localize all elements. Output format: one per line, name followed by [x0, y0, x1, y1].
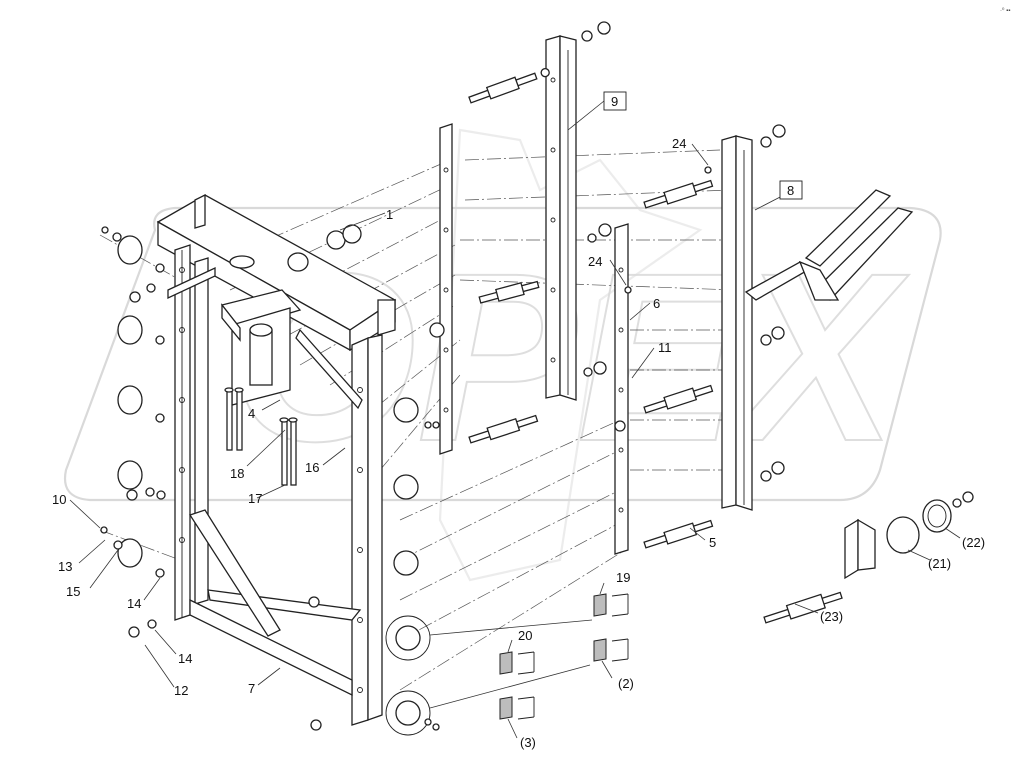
callout-1: 1: [386, 207, 393, 222]
bracket-assembly-4: [220, 289, 302, 406]
callout-5: 5: [709, 535, 716, 550]
callout-20: 20: [518, 628, 532, 643]
corner-mark: ·⁰ ▪▪: [1000, 7, 1010, 14]
callout-box-8: [779, 180, 803, 200]
callout-18: 18: [230, 466, 244, 481]
callout-13: 13: [58, 559, 72, 574]
callout-9: 9: [611, 94, 618, 109]
main-frame-7: [156, 193, 397, 726]
callout-23: (23): [820, 609, 843, 624]
thin-rail-left: [439, 123, 453, 455]
callout-16: 16: [305, 460, 319, 475]
rail-nuts: [429, 166, 712, 432]
callout-17: 17: [248, 491, 262, 506]
callout-15: 15: [66, 584, 80, 599]
callout-21: (21): [928, 556, 951, 571]
callout-24b: 24: [588, 254, 602, 269]
callout-2: (2): [618, 676, 634, 691]
leader-lines: [69, 100, 961, 739]
callout-6: 6: [653, 296, 660, 311]
callout-14a: 14: [127, 596, 141, 611]
left-rollers: [100, 226, 322, 731]
callout-12: 12: [174, 683, 188, 698]
callout-box-9: [603, 91, 627, 111]
callout-labels: 1 (2) (3) 4 5 6 7 8 9 10 11 12 13 14 14 …: [52, 94, 985, 750]
bolts-17-18: [224, 387, 298, 486]
callout-11: 11: [658, 340, 672, 355]
callout-14b: 14: [178, 651, 192, 666]
callout-19: 19: [616, 570, 630, 585]
arm-bracket: [744, 189, 914, 301]
channel-8: [721, 124, 786, 511]
callout-7: 7: [248, 681, 255, 696]
shafts: [468, 67, 843, 624]
callout-22: (22): [962, 535, 985, 550]
callout-4: 4: [248, 406, 255, 421]
roller-assembly-21-22: [844, 491, 974, 580]
callout-3: (3): [520, 735, 536, 750]
thin-rail-center: [614, 223, 629, 555]
callout-10: 10: [52, 492, 66, 507]
callout-24a: 24: [672, 136, 686, 151]
frame-rollers: [326, 224, 440, 736]
bushing-clips: [499, 593, 629, 720]
callout-8: 8: [787, 183, 794, 198]
